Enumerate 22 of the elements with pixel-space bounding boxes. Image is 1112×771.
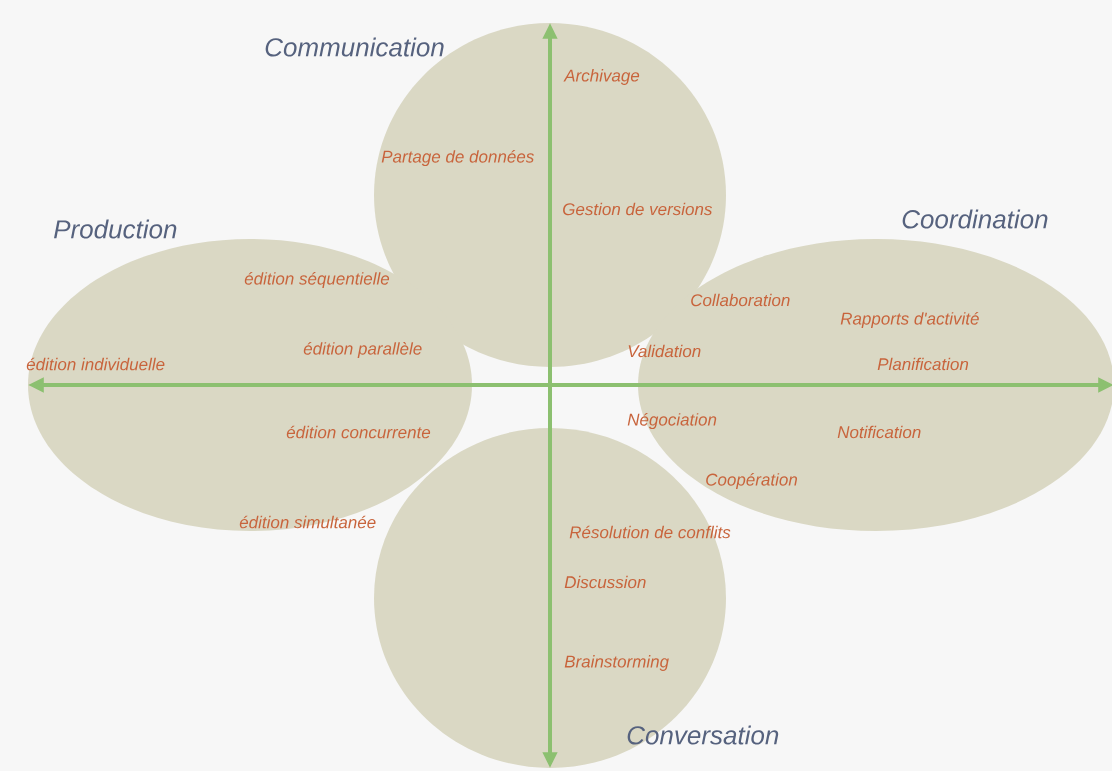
category-heading: Coordination <box>902 209 1048 229</box>
function-label: Négociation <box>627 413 717 429</box>
function-label: Partage de données <box>381 150 534 166</box>
category-heading: Conversation <box>627 725 779 745</box>
function-label: Validation <box>628 344 701 358</box>
function-label: édition séquentielle <box>244 272 390 288</box>
function-label: Résolution de conflits <box>569 525 731 539</box>
function-label: édition parallèle <box>303 342 422 358</box>
function-label: édition concurrente <box>286 425 431 439</box>
category-heading: Communication <box>265 37 444 57</box>
function-label: Rapports d'activité <box>840 312 979 328</box>
function-label: Coopération <box>706 473 798 489</box>
function-label: Planification <box>877 357 969 371</box>
function-label: Archivage <box>563 69 640 85</box>
category-heading: Production <box>54 219 177 239</box>
function-label: Discussion <box>564 575 646 589</box>
function-label: édition individuelle <box>26 357 165 371</box>
function-label: Notification <box>837 425 921 439</box>
function-label: Brainstorming <box>564 655 669 671</box>
function-label: Gestion de versions <box>563 202 713 216</box>
function-label: Collaboration <box>691 293 790 307</box>
function-label: édition simultanée <box>239 515 376 529</box>
